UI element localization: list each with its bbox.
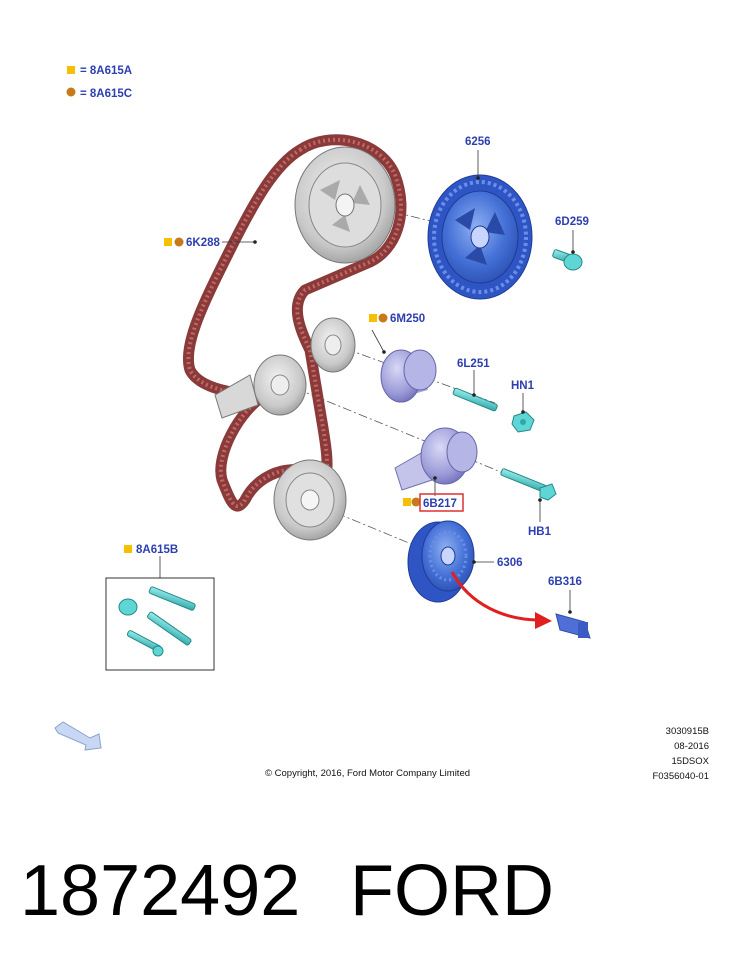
label-8A615B[interactable]: 8A615B	[136, 544, 178, 556]
drawing-model: 15DSOX	[671, 756, 710, 767]
legend-item-square: = 8A615A	[80, 65, 132, 77]
camshaft-pulley-grey	[294, 146, 396, 264]
legend-item-dot: = 8A615C	[80, 88, 132, 100]
square-marker-icon	[124, 545, 132, 553]
square-marker-icon	[403, 498, 411, 506]
legend-square-icon	[67, 66, 75, 74]
direction-arrow	[450, 571, 552, 629]
drawing-code: 3030915B	[665, 726, 709, 737]
crank-gear-6306	[407, 520, 475, 603]
cam-bolt-6D259	[552, 249, 583, 271]
label-6D259[interactable]: 6D259	[555, 216, 589, 228]
view-arrow-icon	[54, 721, 102, 751]
square-marker-icon	[369, 314, 377, 322]
nut-HN1	[511, 411, 535, 433]
tensioner-6B217	[394, 427, 478, 491]
idler-stud-6L251	[452, 387, 498, 412]
label-HB1[interactable]: HB1	[528, 526, 552, 538]
drawing-date: 08-2016	[674, 741, 709, 752]
label-6B217[interactable]: 6B217	[423, 498, 457, 510]
idler-pulley-grey	[310, 317, 356, 373]
label-6306[interactable]: 6306	[497, 557, 523, 569]
crank-pulley-grey	[273, 459, 347, 541]
highlight-box	[419, 493, 464, 512]
dot-marker-icon	[174, 237, 184, 247]
label-6K288[interactable]: 6K288	[186, 237, 220, 249]
label-6M250[interactable]: 6M250	[390, 313, 425, 325]
drawing-meta: 3030915B 08-2016 15DSOX F0356040-01	[652, 724, 709, 784]
legend-dot-icon	[66, 87, 76, 97]
leader-lines	[159, 150, 574, 612]
idler-pulley-6M250	[380, 349, 437, 403]
label-6256[interactable]: 6256	[465, 136, 491, 148]
leader-dots	[253, 176, 575, 614]
dot-marker-icon	[378, 313, 388, 323]
legend: = 8A615A = 8A615C	[66, 65, 132, 100]
camshaft-gear-6256	[427, 174, 533, 300]
label-6B316[interactable]: 6B316	[548, 576, 582, 588]
part-number: 1872492	[20, 851, 301, 931]
label-6L251[interactable]: 6L251	[457, 358, 490, 370]
dot-marker-icon	[411, 497, 421, 507]
drawing-ref: F0356040-01	[652, 771, 709, 782]
label-HN1[interactable]: HN1	[511, 380, 535, 392]
brand: FORD	[350, 851, 554, 931]
crank-sensor-6B316	[555, 613, 591, 639]
bolt-HB1	[500, 468, 557, 501]
timing-belt	[182, 134, 407, 512]
tensioner-grey	[214, 354, 307, 419]
part-labels: 6256 6D259 6K288 6M250 6L251 HN1 6B217 H…	[124, 136, 589, 588]
square-marker-icon	[164, 238, 172, 246]
copyright: © Copyright, 2016, Ford Motor Company Li…	[265, 768, 471, 779]
bolt-kit-box	[105, 577, 215, 671]
